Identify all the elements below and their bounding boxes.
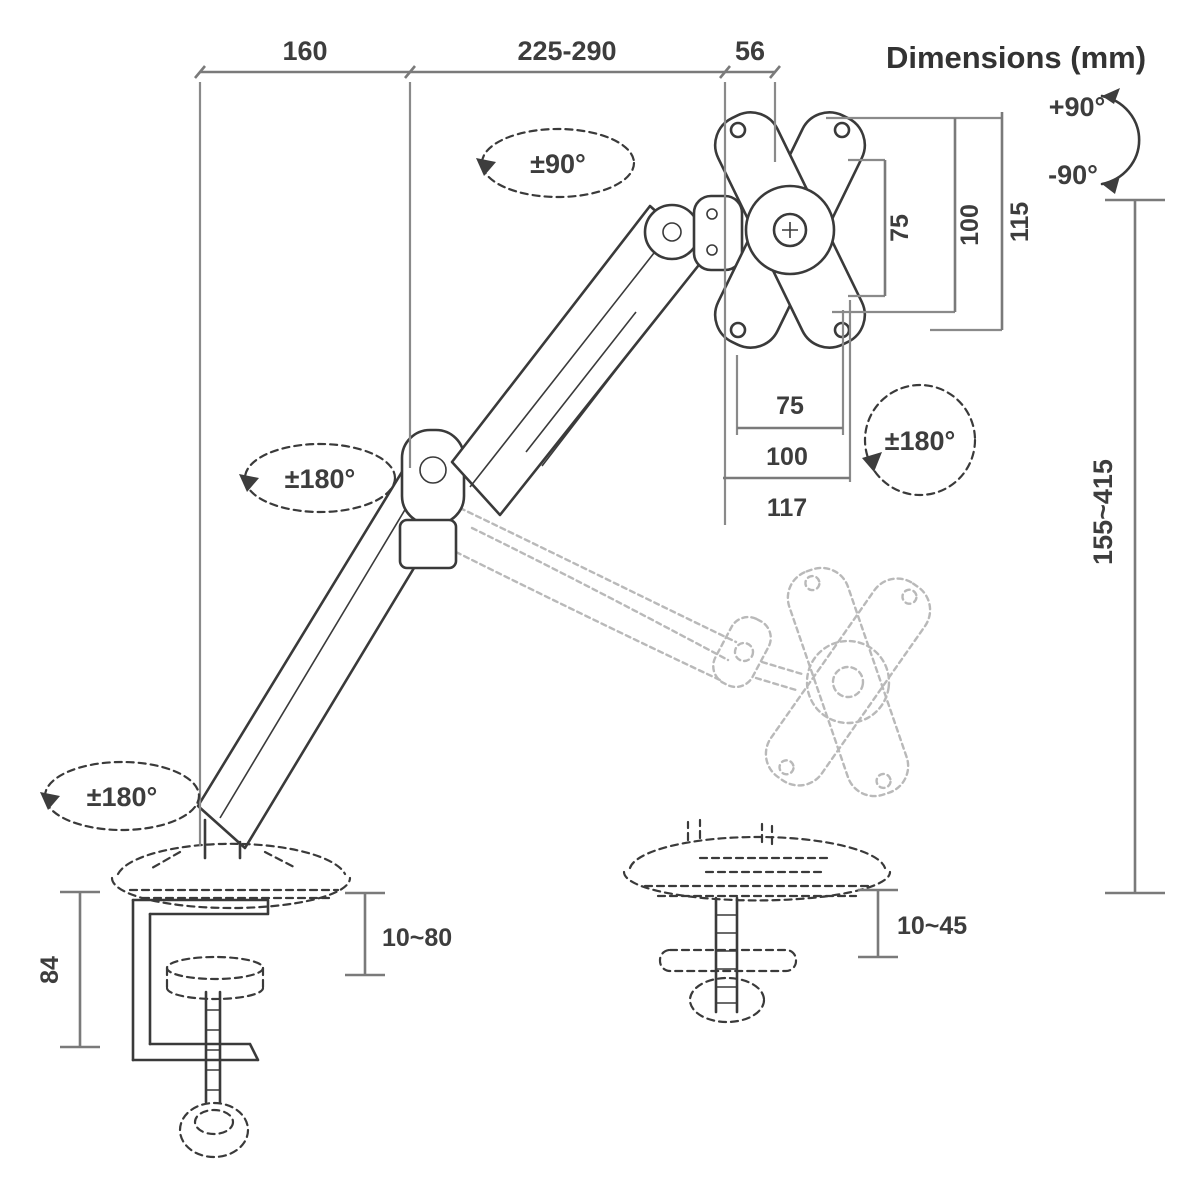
clamp-knob	[178, 1101, 250, 1159]
height-range-dimension: 155~415	[1088, 198, 1165, 895]
dim-arm-reach: 225-290	[517, 36, 616, 66]
dim-clamp-height: 84	[36, 956, 64, 984]
vesa-horizontal-dimensions: 75 100 117	[723, 300, 852, 522]
dim-vesa-h117: 117	[767, 494, 807, 522]
dim-grommet-range: 10~45	[897, 912, 967, 940]
elbow-joint	[400, 428, 466, 526]
dim-clamp-range: 10~80	[382, 924, 452, 952]
dim-vesa-v100: 100	[956, 204, 984, 246]
diagram-title: Dimensions (mm)	[886, 40, 1146, 75]
dim-vesa-v115: 115	[1006, 202, 1034, 242]
grommet-wing-plate	[658, 948, 798, 973]
dim-vesa-v75: 75	[886, 214, 914, 242]
clamp-range-dimension: 10~80	[345, 891, 452, 977]
grommet-base	[622, 818, 892, 1024]
grommet-range-dimension: 10~45	[858, 888, 967, 959]
head-pivot	[643, 203, 701, 261]
tilt-rotation-annotation: +90° -90°	[1048, 88, 1141, 194]
base-swivel-annotation: ±180°	[40, 760, 201, 832]
base-swivel-label: ±180°	[87, 782, 158, 812]
dim-vesa-h75: 75	[776, 392, 804, 420]
dim-arm-offset: 160	[282, 36, 327, 66]
ghost-arm-position	[446, 506, 932, 798]
grommet-rod	[714, 896, 739, 1014]
vesa-plate	[713, 111, 867, 349]
tilt-up-label: +90°	[1049, 92, 1106, 122]
ghost-vesa-plate	[764, 566, 932, 798]
elbow-swivel-label: ±180°	[285, 464, 356, 494]
head-swivel-annotation: ±90°	[476, 127, 636, 199]
vesa-bracket	[692, 194, 744, 272]
vesa-rotate-annotation: ±180°	[862, 383, 977, 497]
top-dimension-chain: 160 225-290 56	[194, 36, 781, 846]
dim-height-range: 155~415	[1088, 459, 1118, 565]
vesa-hole-top-left	[729, 121, 747, 139]
clamp-height-dimension: 84	[36, 890, 100, 1049]
vesa-rotate-label: ±180°	[885, 426, 956, 456]
clamp-screw	[204, 990, 222, 1104]
dim-vesa-h100: 100	[766, 443, 808, 471]
vesa-hole-bottom-left	[729, 321, 747, 339]
clamp-pad	[165, 955, 265, 981]
clamp-base	[110, 818, 352, 1159]
head-swivel-label: ±90°	[530, 149, 586, 179]
monitor-arm	[196, 194, 744, 850]
elbow-swivel-annotation: ±180°	[239, 442, 397, 514]
vesa-vertical-dimensions: 75 100 115	[826, 112, 1034, 332]
grommet-knob	[688, 976, 766, 1024]
vesa-hole-top-right	[833, 121, 851, 139]
dim-head-depth: 56	[735, 36, 765, 66]
tilt-down-label: -90°	[1048, 160, 1098, 190]
